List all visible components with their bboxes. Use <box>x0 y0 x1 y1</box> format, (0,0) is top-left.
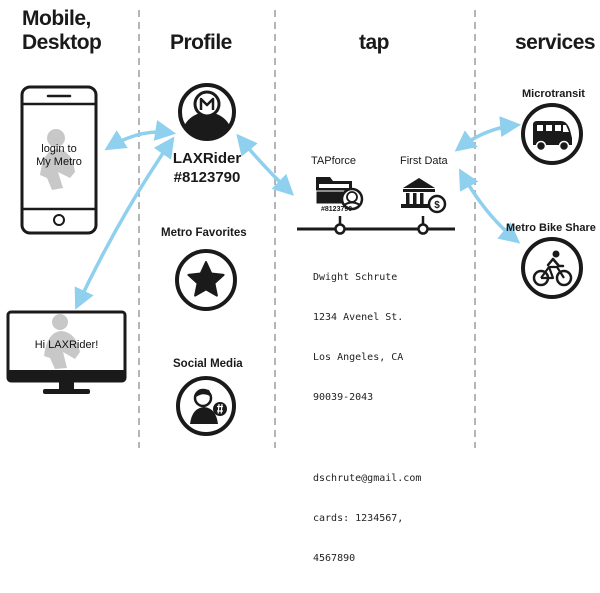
record-line-email: dschrute@gmail.com <box>313 472 422 484</box>
desktop-screen-text: Hi LAXRider! <box>34 339 99 351</box>
devices-title-line-2: Desktop <box>22 31 102 54</box>
folder-icon <box>315 177 364 211</box>
phone-screen-line-1: login to <box>41 143 77 155</box>
record-line-street: 1234 Avenel St. <box>313 312 404 324</box>
arrow-tap-microtransit <box>454 116 522 152</box>
tap-timeline <box>297 216 455 235</box>
diagram-graphics: $ <box>6 10 583 448</box>
phone-screen-line-2: My Metro <box>36 156 82 168</box>
customer-record: Dwight Schrute 1234 Avenel St. Los Angel… <box>313 244 421 593</box>
social-media-icon <box>176 376 236 436</box>
arrow-tap-bikeshare <box>458 168 521 244</box>
metro-favorites-label: Metro Favorites <box>161 227 247 239</box>
folder-card-number: #8123790 <box>321 206 353 213</box>
monitor-icon <box>6 310 127 394</box>
desktop-ghost-figure <box>44 314 80 369</box>
bikeshare-label: Metro Bike Share <box>506 222 596 234</box>
phone-screen-text: login to My Metro <box>24 143 94 169</box>
profile-column-title: Profile <box>170 31 232 54</box>
bank-icon: $ <box>401 178 447 214</box>
svg-text:$: $ <box>434 200 440 211</box>
profile-user-block: LAXRider #8123790 <box>160 149 254 187</box>
profile-card-number: #8123790 <box>173 169 241 186</box>
firstdata-label: First Data <box>400 155 448 167</box>
record-line-city: Los Angeles, CA <box>313 352 404 364</box>
microtransit-label: Microtransit <box>522 88 585 100</box>
record-line-blank <box>313 432 421 445</box>
phone-icon <box>20 85 98 235</box>
diagram-canvas: $ Mobile, Desktop Profile tap services <box>6 7 596 564</box>
record-line-name: Dwight Schrute <box>313 271 398 283</box>
star-icon <box>175 249 237 311</box>
tapforce-label: TAPforce <box>311 155 357 167</box>
devices-title-line-1: Mobile, <box>22 7 91 30</box>
van-icon <box>521 103 583 165</box>
record-line-cards-cont: 4567890 <box>313 553 356 565</box>
record-line-zip: 90039-2043 <box>313 392 374 404</box>
tap-column-title: tap <box>359 31 390 54</box>
services-column-title: services <box>515 31 596 54</box>
bicycle-icon <box>521 237 583 299</box>
profile-username: LAXRider <box>172 150 242 167</box>
connection-arrows <box>74 116 522 310</box>
devices-column-title: Mobile, Desktop <box>22 7 102 55</box>
metro-user-icon <box>178 83 236 141</box>
social-media-label: Social Media <box>173 358 243 370</box>
phone-ghost-figure <box>40 129 75 190</box>
arrow-profile-tap <box>236 133 295 196</box>
record-line-cards: cards: 1234567, <box>313 513 404 525</box>
arrow-desktop-profile <box>74 136 175 310</box>
